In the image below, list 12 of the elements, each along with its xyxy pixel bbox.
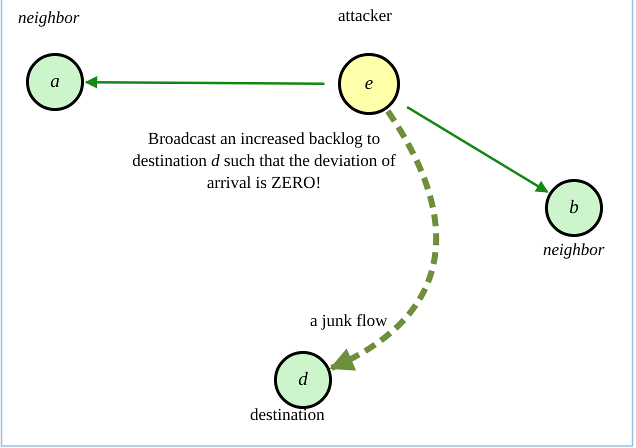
arrow [84,76,324,89]
node-caption: attacker [338,6,392,26]
arrow [406,106,549,194]
node-caption: destination [250,405,325,425]
note-text: Broadcast an increased backlog to destination d such that the deviation of arrival is ZERO! [131,128,397,194]
node-label: a [50,71,60,93]
dashed-arrow [329,110,440,371]
node-label: d [298,369,308,391]
node-caption: neighbor [18,8,80,28]
node-label: e [364,73,374,95]
node-label: b [569,197,579,219]
node-caption: neighbor [543,240,604,260]
